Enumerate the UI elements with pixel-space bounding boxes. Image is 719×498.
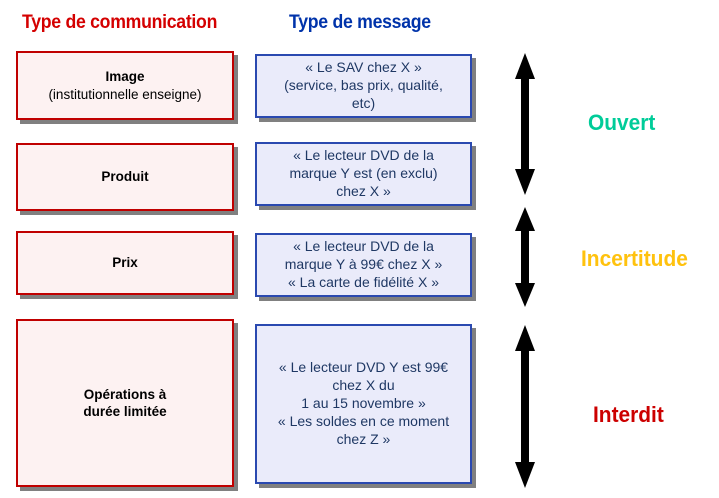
- communication-type-box-operations: Opérations à durée limitée: [16, 319, 234, 487]
- message-line: chez X »: [336, 182, 391, 199]
- communication-type-content: Opérations à durée limitée: [18, 386, 232, 421]
- zone-label-ouvert: Ouvert: [588, 110, 656, 135]
- communication-type-box-image: Image (institutionnelle enseigne): [16, 51, 234, 120]
- communication-type-title: Opérations à: [83, 386, 167, 402]
- message-line: « Les soldes en ce moment: [277, 412, 450, 429]
- communication-type-title: Image: [105, 69, 145, 85]
- communication-type-box-produit: Produit: [16, 143, 234, 211]
- communication-type-title: Produit: [101, 169, 149, 185]
- message-line: « Le SAV chez X »: [305, 59, 422, 76]
- message-line: marque Y est (en exclu): [289, 165, 438, 182]
- message-type-content: « Le lecteur DVD de la marque Y est (en …: [257, 147, 470, 201]
- zone-label-interdit: Interdit: [593, 402, 664, 427]
- message-type-box-prix: « Le lecteur DVD de la marque Y à 99€ ch…: [255, 233, 472, 297]
- message-type-content: « Le SAV chez X » (service, bas prix, qu…: [257, 59, 470, 113]
- message-line: etc): [351, 94, 376, 111]
- message-type-box-produit: « Le lecteur DVD de la marque Y est (en …: [255, 142, 472, 206]
- message-line: « La carte de fidélité X »: [288, 273, 439, 290]
- double-arrow-icon-incertitude: [506, 207, 544, 307]
- message-line: « Le lecteur DVD Y est 99€: [278, 359, 449, 376]
- double-arrow-icon-interdit: [506, 325, 544, 488]
- message-type-box-image: « Le SAV chez X » (service, bas prix, qu…: [255, 54, 472, 118]
- communication-type-title: Prix: [112, 255, 138, 271]
- message-line: (service, bas prix, qualité,: [284, 77, 443, 94]
- message-line: chez X du: [332, 377, 395, 394]
- communication-type-subtitle: durée limitée: [83, 404, 167, 419]
- message-line: « Le lecteur DVD de la: [293, 147, 434, 164]
- zone-label-incertitude: Incertitude: [581, 246, 688, 271]
- message-type-content: « Le lecteur DVD de la marque Y à 99€ ch…: [257, 238, 470, 292]
- communication-type-content: Produit: [18, 168, 232, 185]
- column-header-message: Type de message: [289, 12, 431, 33]
- message-line: marque Y à 99€ chez X »: [284, 256, 443, 273]
- double-arrow-icon-ouvert: [506, 53, 544, 195]
- message-line: 1 au 15 novembre »: [301, 395, 426, 412]
- message-line: chez Z »: [336, 430, 391, 447]
- column-header-communication: Type de communication: [22, 12, 218, 33]
- message-type-content: « Le lecteur DVD Y est 99€ chez X du 1 a…: [257, 359, 470, 449]
- communication-type-subtitle: (institutionnelle enseigne): [48, 86, 202, 102]
- communication-type-content: Image (institutionnelle enseigne): [18, 68, 232, 103]
- communication-type-content: Prix: [18, 254, 232, 271]
- message-line: « Le lecteur DVD de la: [293, 238, 434, 255]
- message-type-box-operations: « Le lecteur DVD Y est 99€ chez X du 1 a…: [255, 324, 472, 484]
- communication-type-box-prix: Prix: [16, 231, 234, 295]
